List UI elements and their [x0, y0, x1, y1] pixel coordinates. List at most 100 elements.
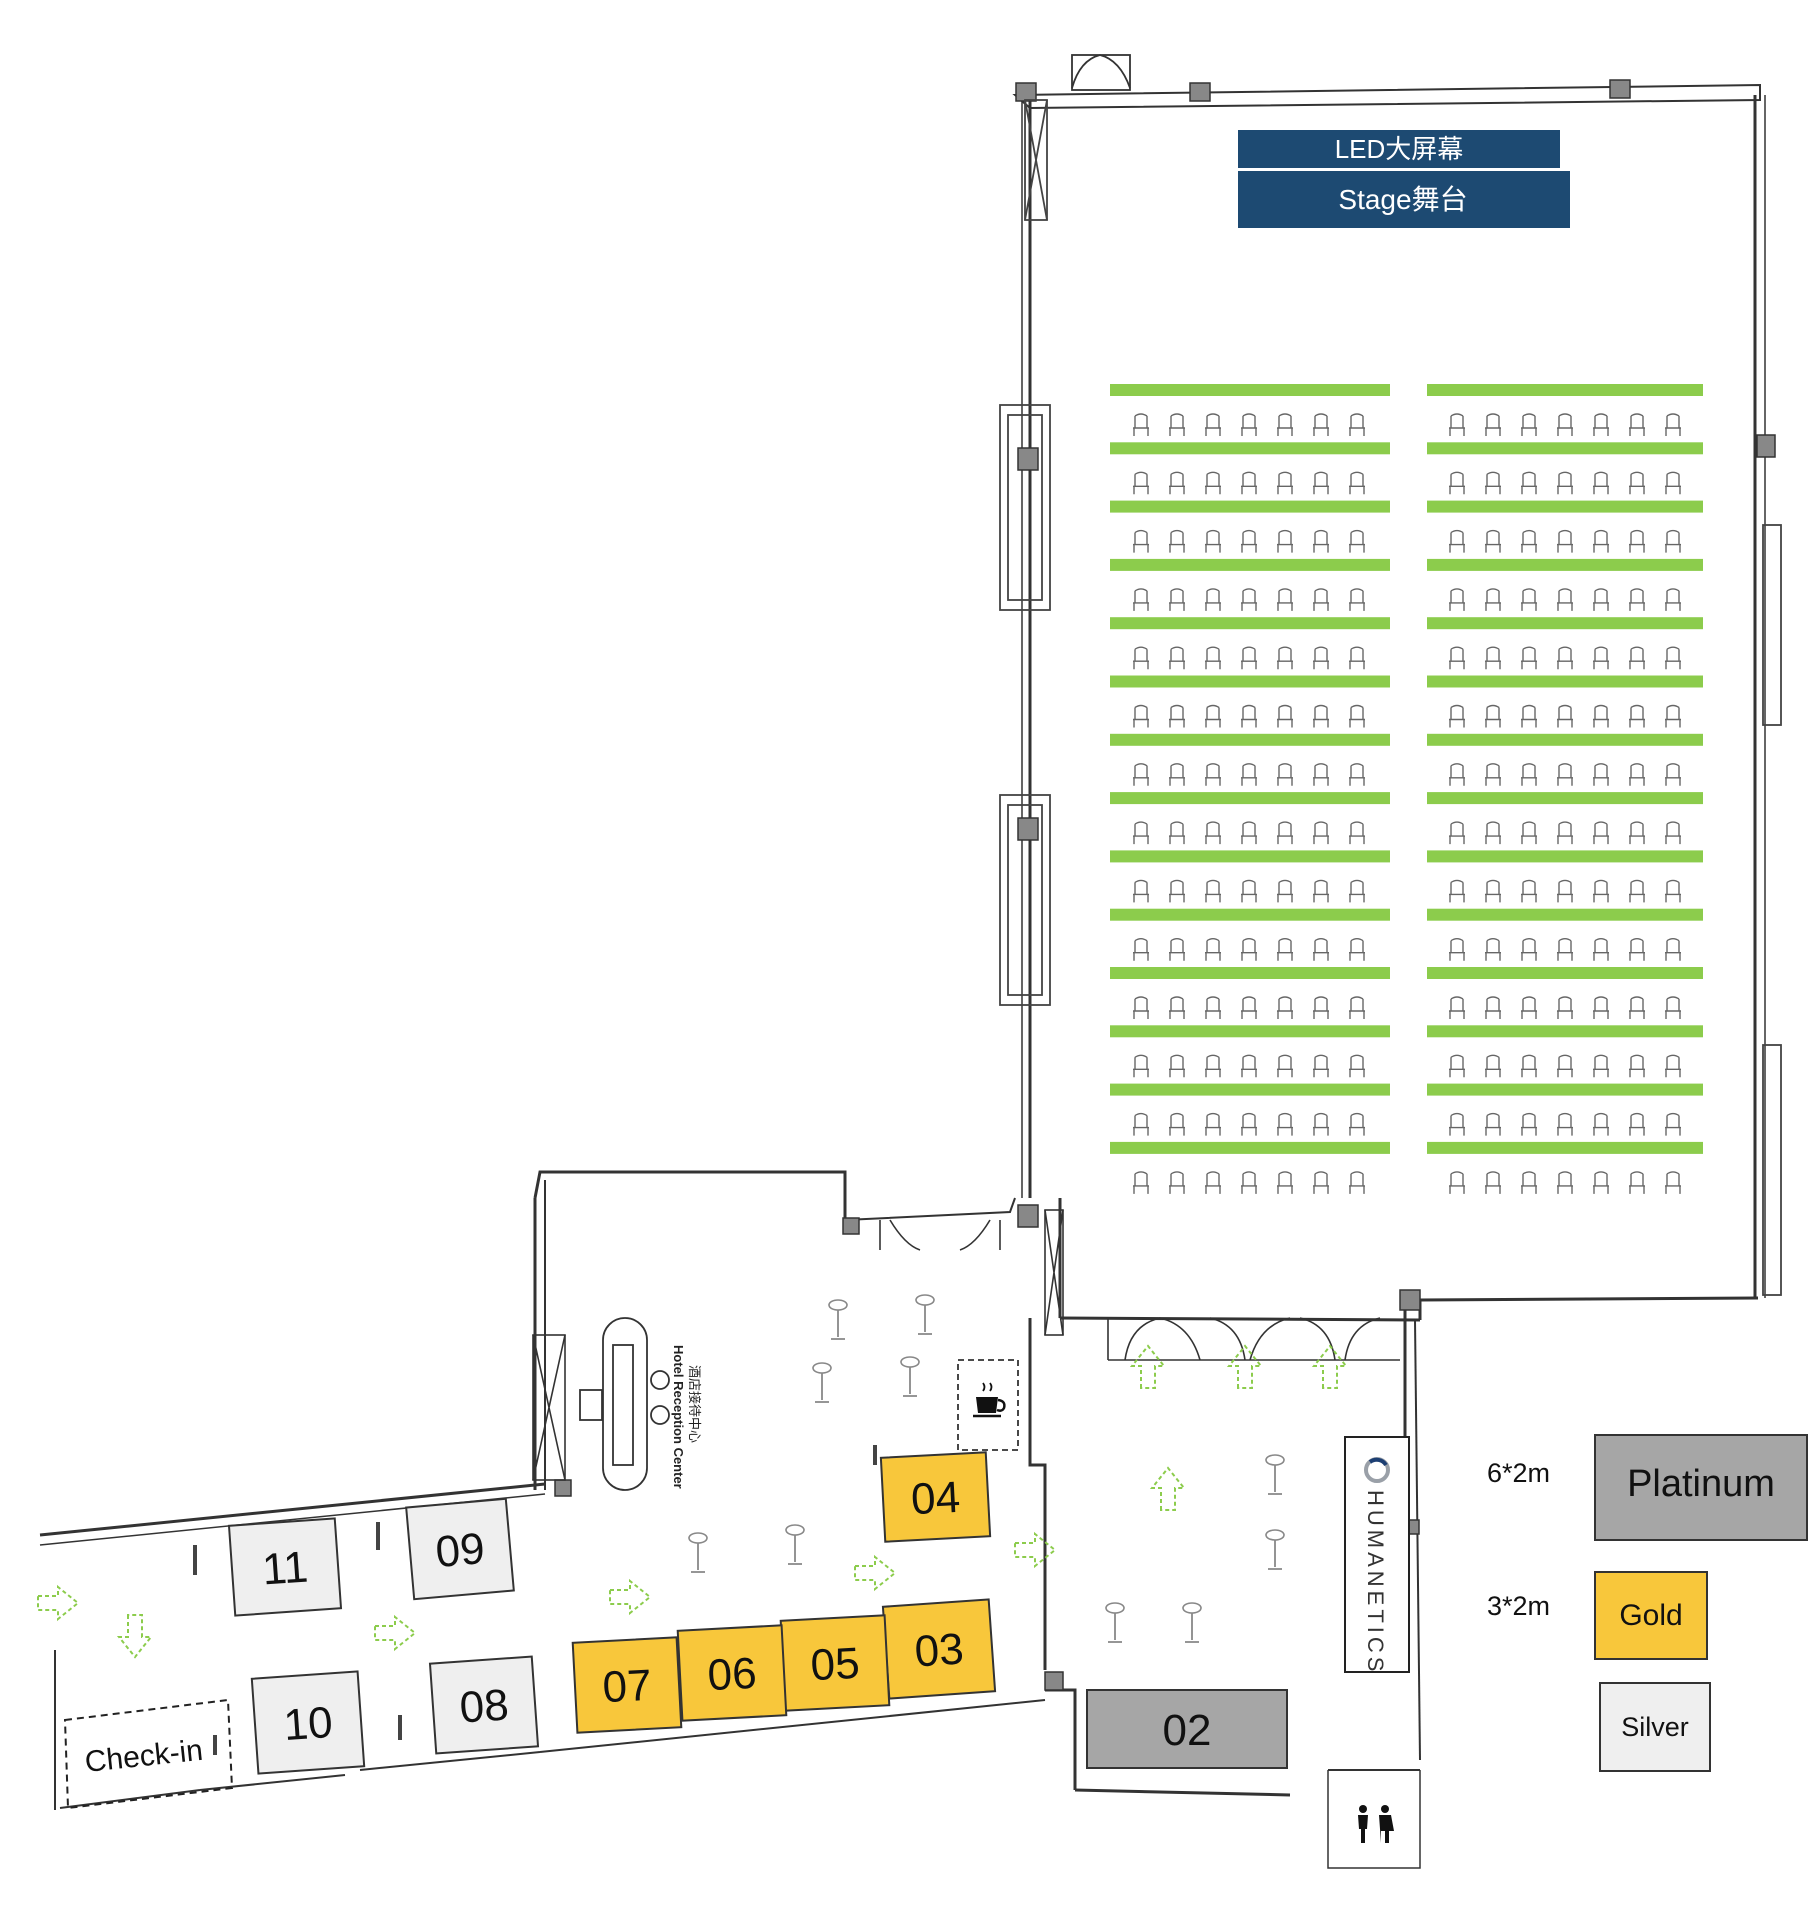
chair-icon	[1276, 1054, 1294, 1079]
chair-icon	[1484, 1054, 1502, 1079]
seating-row-bar	[1110, 1083, 1390, 1096]
chair-icon	[1204, 821, 1222, 845]
chair-icon	[1556, 938, 1574, 962]
chair-icon	[1240, 821, 1258, 845]
chair-icon	[1628, 1112, 1646, 1137]
chair-icon	[1628, 646, 1646, 670]
booth-09[interactable]: 09	[405, 1497, 515, 1601]
chair-icon	[1132, 588, 1150, 612]
reception-label-cn: 酒店接待中心	[687, 1365, 702, 1443]
chair-icon	[1448, 1054, 1466, 1079]
booth-08[interactable]: 08	[428, 1655, 540, 1755]
chair-icon	[1276, 1171, 1294, 1195]
booth-box	[571, 1636, 683, 1734]
seating-row-bar	[1427, 1141, 1703, 1154]
seating-row-bar	[1427, 617, 1703, 630]
chair-icon	[1664, 1054, 1682, 1079]
chair-icon	[1204, 763, 1222, 787]
seating-row-bar	[1427, 500, 1703, 513]
seating-area	[1110, 384, 1703, 1195]
chair-icon	[1168, 704, 1186, 729]
bar-stool-icon	[1265, 1529, 1285, 1570]
chair-icon	[1168, 471, 1186, 495]
chair-icon	[1448, 471, 1466, 495]
booth-03[interactable]: 03	[881, 1598, 997, 1700]
chair-icon	[1556, 413, 1574, 437]
chair-icon	[1556, 879, 1574, 904]
chair-icon	[1592, 529, 1610, 554]
chair-icon	[1132, 1171, 1150, 1195]
chair-icon	[1132, 879, 1150, 904]
chair-icon	[1484, 996, 1502, 1020]
legend-platinum-size: 6*2m	[1487, 1458, 1550, 1488]
legend-platinum-label: Platinum	[1627, 1463, 1775, 1505]
chair-icon	[1240, 471, 1258, 495]
chair-icon	[1556, 1054, 1574, 1079]
booth-07[interactable]: 07	[571, 1636, 683, 1734]
chair-icon	[1484, 1171, 1502, 1195]
chair-icon	[1132, 996, 1150, 1020]
chair-icon	[1276, 996, 1294, 1020]
booth-02[interactable]: 02	[1086, 1689, 1288, 1769]
chair-icon	[1348, 1054, 1366, 1079]
chair-icon	[1664, 996, 1682, 1020]
chair-icon	[1520, 763, 1538, 787]
bar-stool-icon	[812, 1362, 832, 1403]
chair-icon	[1448, 763, 1466, 787]
chair-icon	[1240, 1054, 1258, 1079]
booth-05[interactable]: 05	[779, 1614, 891, 1712]
check-in-label: Check-in	[83, 1734, 204, 1779]
chair-icon	[1348, 938, 1366, 962]
chair-icon	[1276, 588, 1294, 612]
chair-icon	[1348, 704, 1366, 729]
seating-row-bar	[1110, 967, 1390, 979]
chair-icon	[1168, 996, 1186, 1020]
chair-icon	[1520, 938, 1538, 962]
chair-icon	[1448, 938, 1466, 962]
booth-number: 05	[809, 1639, 860, 1690]
door-swing-icon	[1071, 54, 1131, 91]
seating-row-bar	[1110, 617, 1390, 630]
direction-arrow-icon	[1014, 1533, 1056, 1567]
chair-icon	[1628, 529, 1646, 554]
booth-04[interactable]: 04	[879, 1451, 992, 1543]
chair-icon	[1312, 1171, 1330, 1195]
chair-icon	[1276, 646, 1294, 670]
chair-icon	[1628, 763, 1646, 787]
chair-icon	[1520, 879, 1538, 904]
legend-silver-label: Silver	[1621, 1712, 1689, 1742]
chair-icon	[1628, 996, 1646, 1020]
sponsor-banner: HUMANETICS	[1344, 1436, 1410, 1675]
chair-icon	[1664, 471, 1682, 495]
chair-icon	[1240, 588, 1258, 612]
chair-icon	[1520, 1171, 1538, 1195]
chair-icon	[1204, 879, 1222, 904]
seating-row-bar	[1110, 908, 1390, 921]
chair-icon	[1312, 1054, 1330, 1079]
chair-icon	[1520, 996, 1538, 1020]
coffee-cup-icon	[973, 1382, 1006, 1418]
chair-icon	[1312, 413, 1330, 437]
chair-icon	[1168, 879, 1186, 904]
direction-arrow-icon	[374, 1616, 416, 1650]
booth-06[interactable]: 06	[676, 1624, 788, 1722]
chair-icon	[1448, 879, 1466, 904]
chair-icon	[1240, 413, 1258, 437]
booth-11[interactable]: 11	[227, 1517, 343, 1617]
chair-icon	[1592, 996, 1610, 1020]
chair-icon	[1348, 471, 1366, 495]
chair-icon	[1168, 1171, 1186, 1195]
direction-arrow-icon	[609, 1580, 651, 1614]
entrance-doors	[1107, 1317, 1400, 1361]
chair-icon	[1628, 879, 1646, 904]
chair-icon	[1240, 529, 1258, 554]
chair-icon	[1276, 821, 1294, 845]
booth-10[interactable]: 10	[250, 1670, 366, 1775]
chair-icon	[1520, 646, 1538, 670]
direction-arrow-icon	[1151, 1467, 1185, 1511]
booth-box	[405, 1497, 515, 1601]
seating-row-bar	[1427, 850, 1703, 863]
chair-icon	[1348, 1171, 1366, 1195]
bar-stool-icon	[900, 1356, 920, 1397]
chair-icon	[1520, 1054, 1538, 1079]
